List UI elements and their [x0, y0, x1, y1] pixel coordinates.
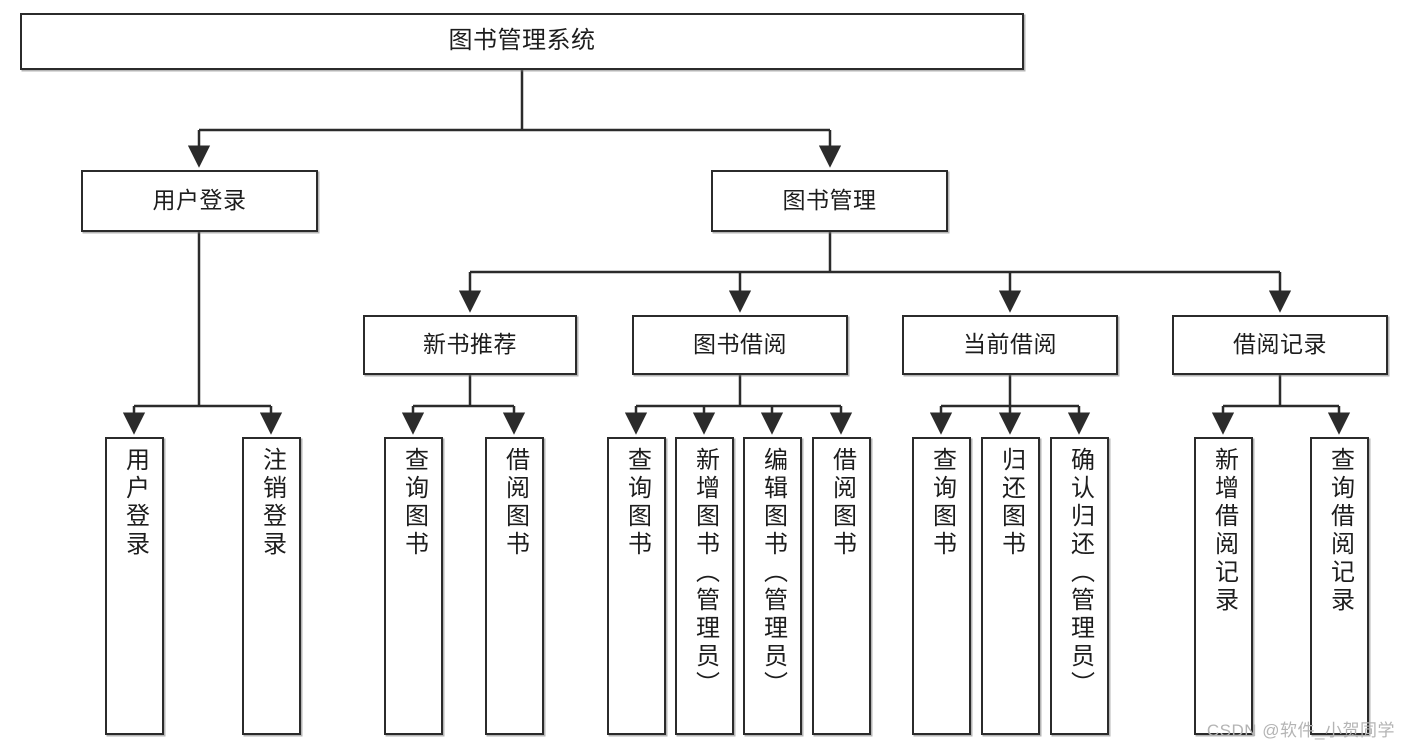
- leaf-nb-borrow-book[interactable]: 借阅图书: [485, 437, 544, 735]
- node-label: 注销登录: [258, 447, 286, 559]
- node-root-book-management-system[interactable]: 图书管理系统: [20, 13, 1024, 70]
- node-label: 图书管理系统: [448, 27, 596, 55]
- node-current-borrow[interactable]: 当前借阅: [902, 315, 1118, 375]
- csdn-watermark: CSDN @软件_小贺同学: [1206, 721, 1395, 740]
- node-label: 借阅记录: [1233, 331, 1327, 358]
- leaf-logout[interactable]: 注销登录: [242, 437, 301, 735]
- node-label: 查询图书: [928, 447, 956, 559]
- node-label: 图书借阅: [693, 331, 787, 358]
- node-borrow-record[interactable]: 借阅记录: [1172, 315, 1388, 375]
- node-book-management[interactable]: 图书管理: [711, 170, 948, 232]
- node-label: 借阅图书: [501, 447, 529, 559]
- leaf-cb-return-book[interactable]: 归还图书: [981, 437, 1040, 735]
- node-book-borrow[interactable]: 图书借阅: [632, 315, 848, 375]
- node-new-book-recommend[interactable]: 新书推荐: [363, 315, 577, 375]
- node-label: 新增借阅记录: [1210, 447, 1238, 615]
- leaf-bb-borrow-book[interactable]: 借阅图书: [812, 437, 871, 735]
- node-label: 编辑图书（管理员）: [759, 447, 787, 699]
- node-label: 查询借阅记录: [1326, 447, 1354, 615]
- node-label: 用户登录: [152, 187, 247, 214]
- node-label: 确认归还（管理员）: [1066, 447, 1094, 699]
- leaf-br-add-record[interactable]: 新增借阅记录: [1194, 437, 1253, 735]
- node-label: 图书管理: [782, 187, 877, 214]
- node-label: 借阅图书: [828, 447, 856, 559]
- node-user-login[interactable]: 用户登录: [81, 170, 318, 232]
- node-label: 当前借阅: [963, 331, 1057, 358]
- leaf-bb-edit-book-admin[interactable]: 编辑图书（管理员）: [743, 437, 802, 735]
- node-label: 归还图书: [997, 447, 1025, 559]
- leaf-bb-query-book[interactable]: 查询图书: [607, 437, 666, 735]
- node-label: 新增图书（管理员）: [691, 447, 719, 699]
- leaf-user-login[interactable]: 用户登录: [105, 437, 164, 735]
- leaf-nb-query-book[interactable]: 查询图书: [384, 437, 443, 735]
- node-label: 查询图书: [623, 447, 651, 559]
- leaf-br-query-record[interactable]: 查询借阅记录: [1310, 437, 1369, 735]
- leaf-bb-add-book-admin[interactable]: 新增图书（管理员）: [675, 437, 734, 735]
- leaf-cb-confirm-return-admin[interactable]: 确认归还（管理员）: [1050, 437, 1109, 735]
- node-label: 新书推荐: [423, 331, 517, 358]
- node-label: 用户登录: [121, 447, 149, 559]
- node-label: 查询图书: [400, 447, 428, 559]
- leaf-cb-query-book[interactable]: 查询图书: [912, 437, 971, 735]
